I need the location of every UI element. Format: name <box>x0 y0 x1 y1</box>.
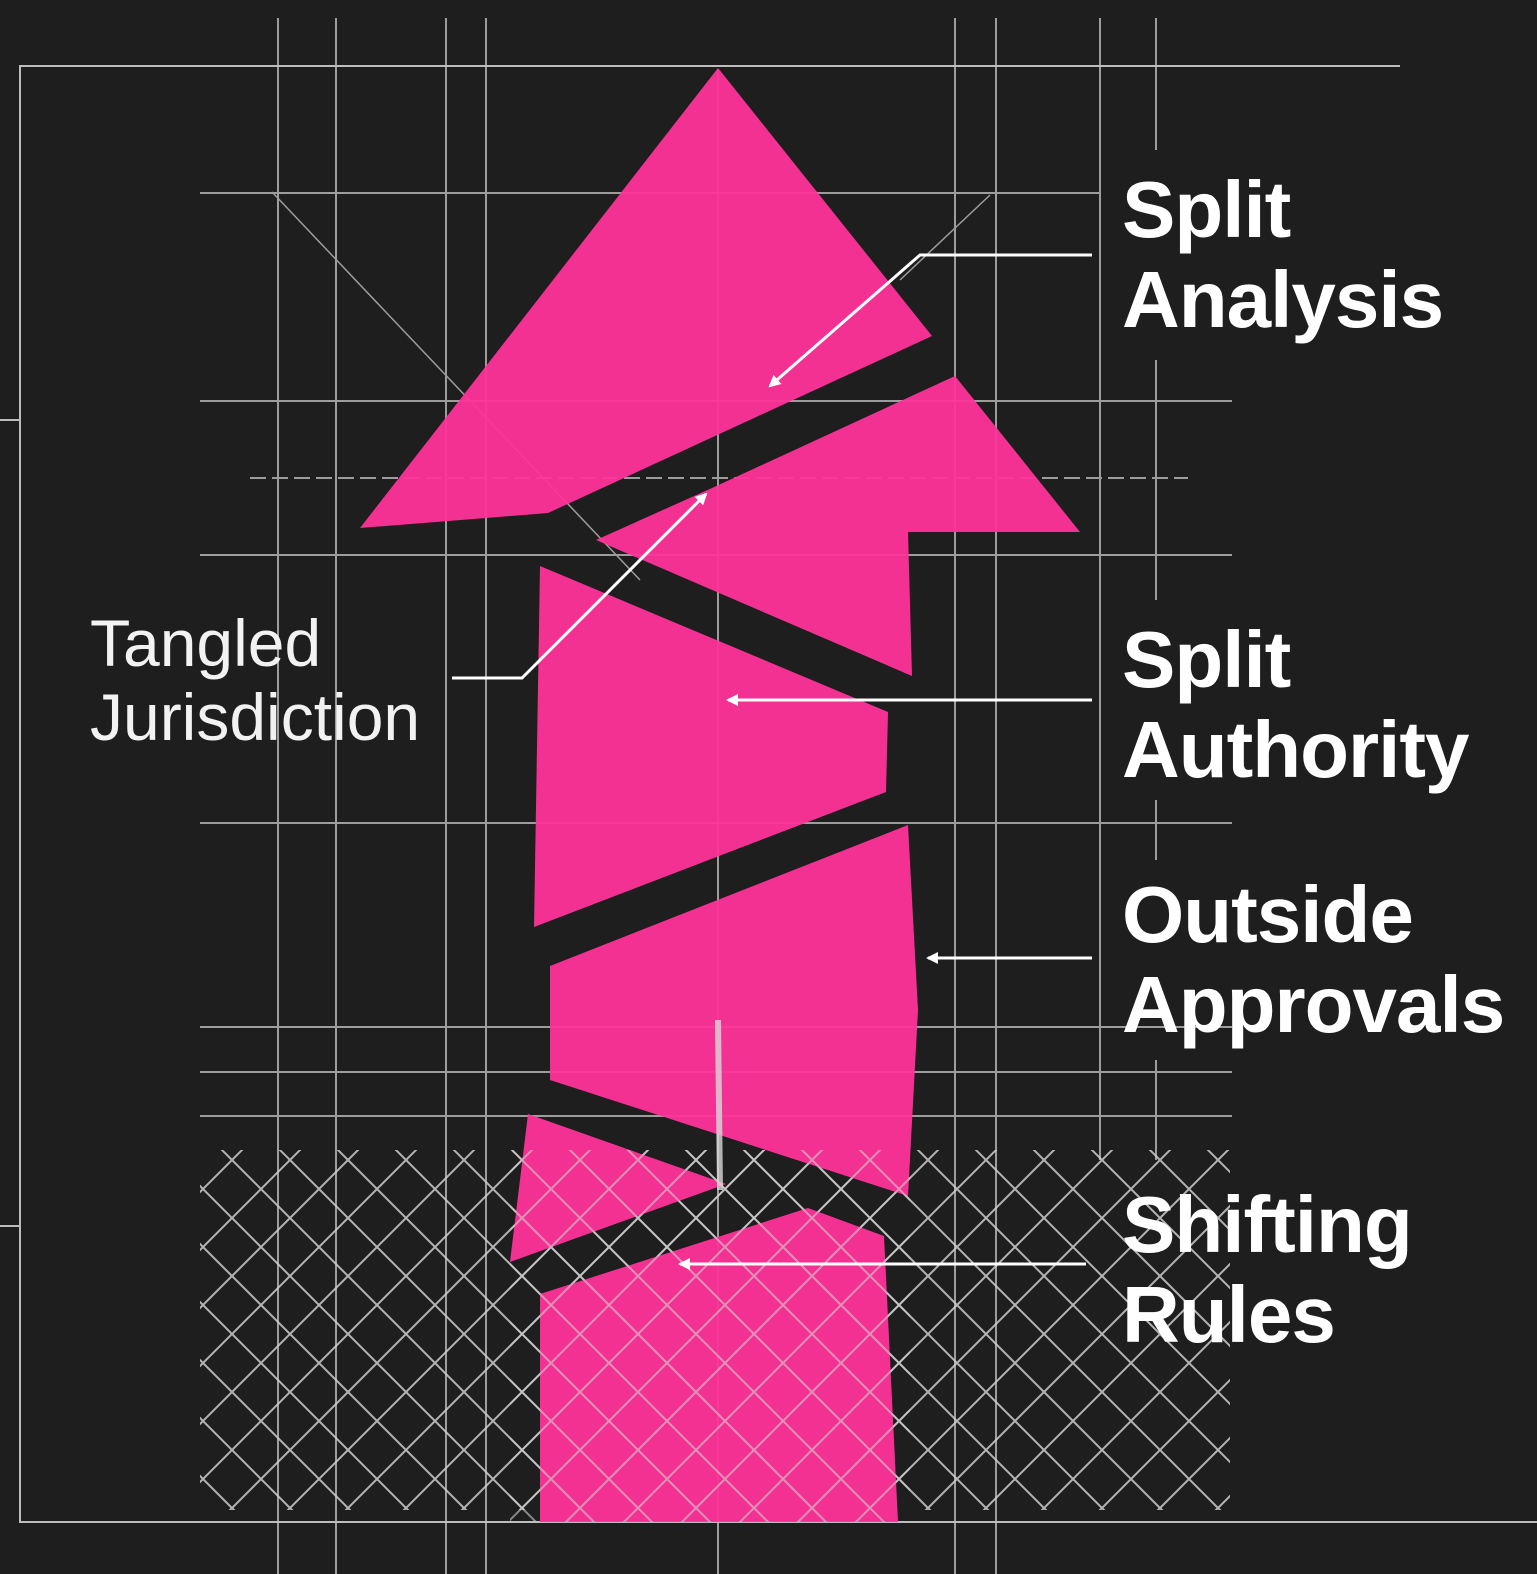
label-line: Split <box>1122 165 1291 254</box>
label-outside-approvals: Outside Approvals <box>1122 870 1505 1049</box>
label-line: Shifting <box>1122 1180 1413 1269</box>
callout-arrow-tangled-jurisdiction <box>452 492 708 680</box>
label-line: Tangled <box>90 606 322 680</box>
label-line: Jurisdiction <box>90 680 421 754</box>
label-split-authority: Split Authority <box>1122 615 1470 794</box>
label-line: Rules <box>1122 1270 1336 1359</box>
label-tangled-jurisdiction: Tangled Jurisdiction <box>90 610 420 750</box>
label-line: Analysis <box>1122 255 1444 344</box>
fence-overlay <box>510 1150 910 1522</box>
crack-marker <box>715 1019 723 1191</box>
label-line: Authority <box>1122 705 1470 794</box>
callout-arrow-split-analysis <box>768 253 1092 388</box>
label-line: Outside <box>1122 870 1414 959</box>
callout-arrows <box>452 253 1092 1270</box>
label-line: Approvals <box>1122 960 1505 1049</box>
label-shifting-rules: Shifting Rules <box>1122 1180 1413 1359</box>
arrow-shoulder-piece <box>596 376 1080 676</box>
arrow-shaft-piece-1 <box>534 566 888 927</box>
label-split-analysis: Split Analysis <box>1122 165 1444 344</box>
arrow-head-piece <box>360 68 932 528</box>
label-line: Split <box>1122 615 1291 704</box>
grid-lines <box>200 18 1232 1574</box>
arrow-shaft-piece-2 <box>550 825 918 1196</box>
